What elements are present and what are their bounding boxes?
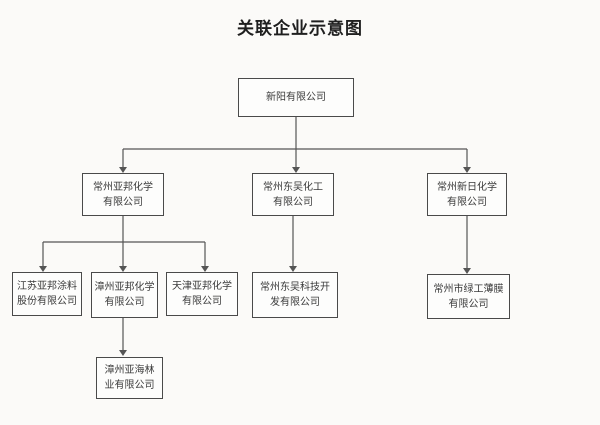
arrowhead [201, 266, 209, 272]
node-zhangzhou-chem: 漳州亚邦化学 有限公司 [91, 272, 158, 318]
arrowhead [119, 350, 127, 356]
node-dongwu-tech: 常州东吴科技开 发有限公司 [252, 272, 338, 318]
arrowhead [463, 268, 471, 274]
arrowhead [463, 167, 471, 173]
node-lvgong-film: 常州市绿工薄膜 有限公司 [427, 274, 510, 319]
node-bang-chem: 常州亚邦化学 有限公司 [82, 173, 164, 216]
arrowhead [119, 266, 127, 272]
arrowhead [292, 167, 300, 173]
node-dongwu-chem: 常州东吴化工 有限公司 [252, 173, 334, 216]
arrowhead [119, 167, 127, 173]
arrowhead [289, 266, 297, 272]
node-tianjin-chem: 天津亚邦化学 有限公司 [166, 272, 238, 316]
node-zhangzhou-forest: 漳州亚海林 业有限公司 [96, 357, 163, 399]
node-jiangsu-coating: 江苏亚邦涂料 股份有限公司 [12, 272, 82, 316]
node-root: 新阳有限公司 [238, 78, 354, 117]
diagram-title: 关联企业示意图 [237, 19, 363, 39]
arrowhead [39, 266, 47, 272]
node-xinri-chem: 常州新日化学 有限公司 [427, 173, 507, 216]
